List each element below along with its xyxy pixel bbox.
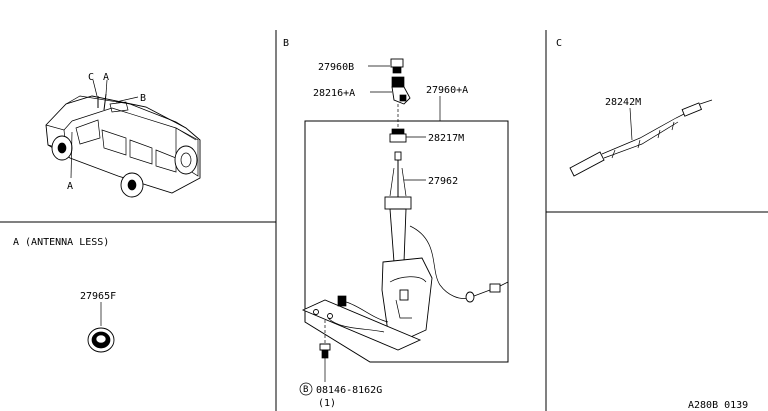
part-label-cap: 27960B	[318, 62, 354, 73]
bracket-hole-1	[313, 309, 319, 315]
vehicle-window-3	[155, 149, 177, 173]
leader-a-top	[105, 79, 108, 95]
cable-line-lower	[603, 121, 679, 159]
part-label-bolt-qty: (1)	[318, 398, 336, 409]
vehicle-window-2	[129, 139, 153, 165]
bracket-plate	[301, 299, 422, 351]
part-label-mast: 27962	[428, 176, 458, 187]
callout-a-bottom: A	[67, 181, 73, 192]
plug-part	[87, 327, 115, 353]
motor-detail	[395, 299, 412, 319]
section-b-title: B	[283, 38, 289, 49]
assembly-frame	[304, 120, 509, 363]
coax-pin	[499, 281, 509, 287]
part-label-bolt: 08146-8162G	[316, 385, 382, 396]
vehicle-hood	[45, 120, 73, 131]
plug-center	[95, 334, 107, 344]
vehicle-window-front	[75, 119, 101, 145]
coax-connector	[465, 291, 475, 303]
cable-line-upper	[601, 113, 685, 155]
bolt-part	[319, 320, 331, 359]
bracket-clip	[399, 94, 407, 102]
mast-tip	[394, 151, 402, 161]
wheel-rear-hub	[127, 179, 137, 191]
bracket-hole-2	[327, 313, 333, 319]
harness-connector	[337, 295, 347, 307]
cable-connector	[681, 102, 703, 117]
vehicle-roof-edge	[71, 107, 197, 141]
part-label-cable: 28242M	[605, 97, 641, 108]
nut-part	[389, 128, 407, 143]
motor-bracket-part	[391, 76, 411, 105]
bracket-upper	[391, 76, 405, 88]
leader-c	[92, 79, 98, 97]
vehicle-rear	[175, 127, 199, 177]
bolt-head	[319, 343, 331, 351]
mount-bracket	[301, 295, 422, 351]
cap-top	[390, 58, 404, 68]
cable-sleeve	[569, 151, 605, 177]
mast-wire-right	[401, 167, 407, 197]
wheel-front-hub	[57, 142, 67, 154]
cap-part	[390, 58, 404, 74]
motor-housing-line	[389, 276, 427, 283]
part-label-nut: 28217M	[428, 133, 464, 144]
leader-b	[115, 96, 139, 103]
callout-b: B	[140, 93, 146, 104]
bolt-symbol-circle	[299, 382, 313, 396]
part-label-antenna-assembly: 27960+A	[426, 85, 468, 96]
motor-collar	[384, 196, 412, 210]
cap-body	[392, 66, 402, 74]
coax-plug	[489, 283, 501, 293]
antenna-motor	[381, 196, 433, 341]
part-label-plug: 27965F	[80, 291, 116, 302]
coax-wire	[409, 225, 469, 299]
section-a-title: A (ANTENNA LESS)	[13, 237, 109, 248]
motor-connector	[399, 289, 409, 301]
motor-tube	[389, 208, 407, 263]
antenna-mark-a	[103, 93, 107, 111]
mast-wire-left	[389, 167, 395, 197]
mast-part	[389, 151, 407, 198]
cable-tip	[699, 99, 713, 105]
harness-wire	[345, 301, 389, 323]
spare-tire-hub	[180, 152, 192, 168]
diagram-code: A280B 0139	[688, 400, 748, 411]
ground-wire	[327, 317, 385, 333]
vehicle-window-1	[101, 129, 127, 156]
nut-body	[389, 133, 407, 143]
cable-part	[569, 99, 713, 177]
part-label-motor-bracket: 28216+A	[313, 88, 355, 99]
vehicle-roof	[65, 95, 187, 129]
bolt-symbol: B	[303, 385, 308, 395]
vehicle-illustration	[45, 79, 201, 198]
section-c-title: C	[556, 38, 562, 49]
cable-clips	[611, 121, 675, 159]
leader-a-bottom	[70, 131, 73, 179]
callout-c: C	[88, 72, 94, 83]
roof-antenna-base	[109, 101, 129, 113]
leader-cable	[629, 107, 633, 141]
bolt-shank	[321, 349, 329, 359]
nut-top	[391, 128, 405, 135]
coax-cable	[409, 225, 509, 303]
section-dividers	[0, 30, 768, 411]
coax-tail	[473, 289, 491, 297]
callout-a-top: A	[103, 72, 109, 83]
spare-tire	[174, 145, 198, 175]
